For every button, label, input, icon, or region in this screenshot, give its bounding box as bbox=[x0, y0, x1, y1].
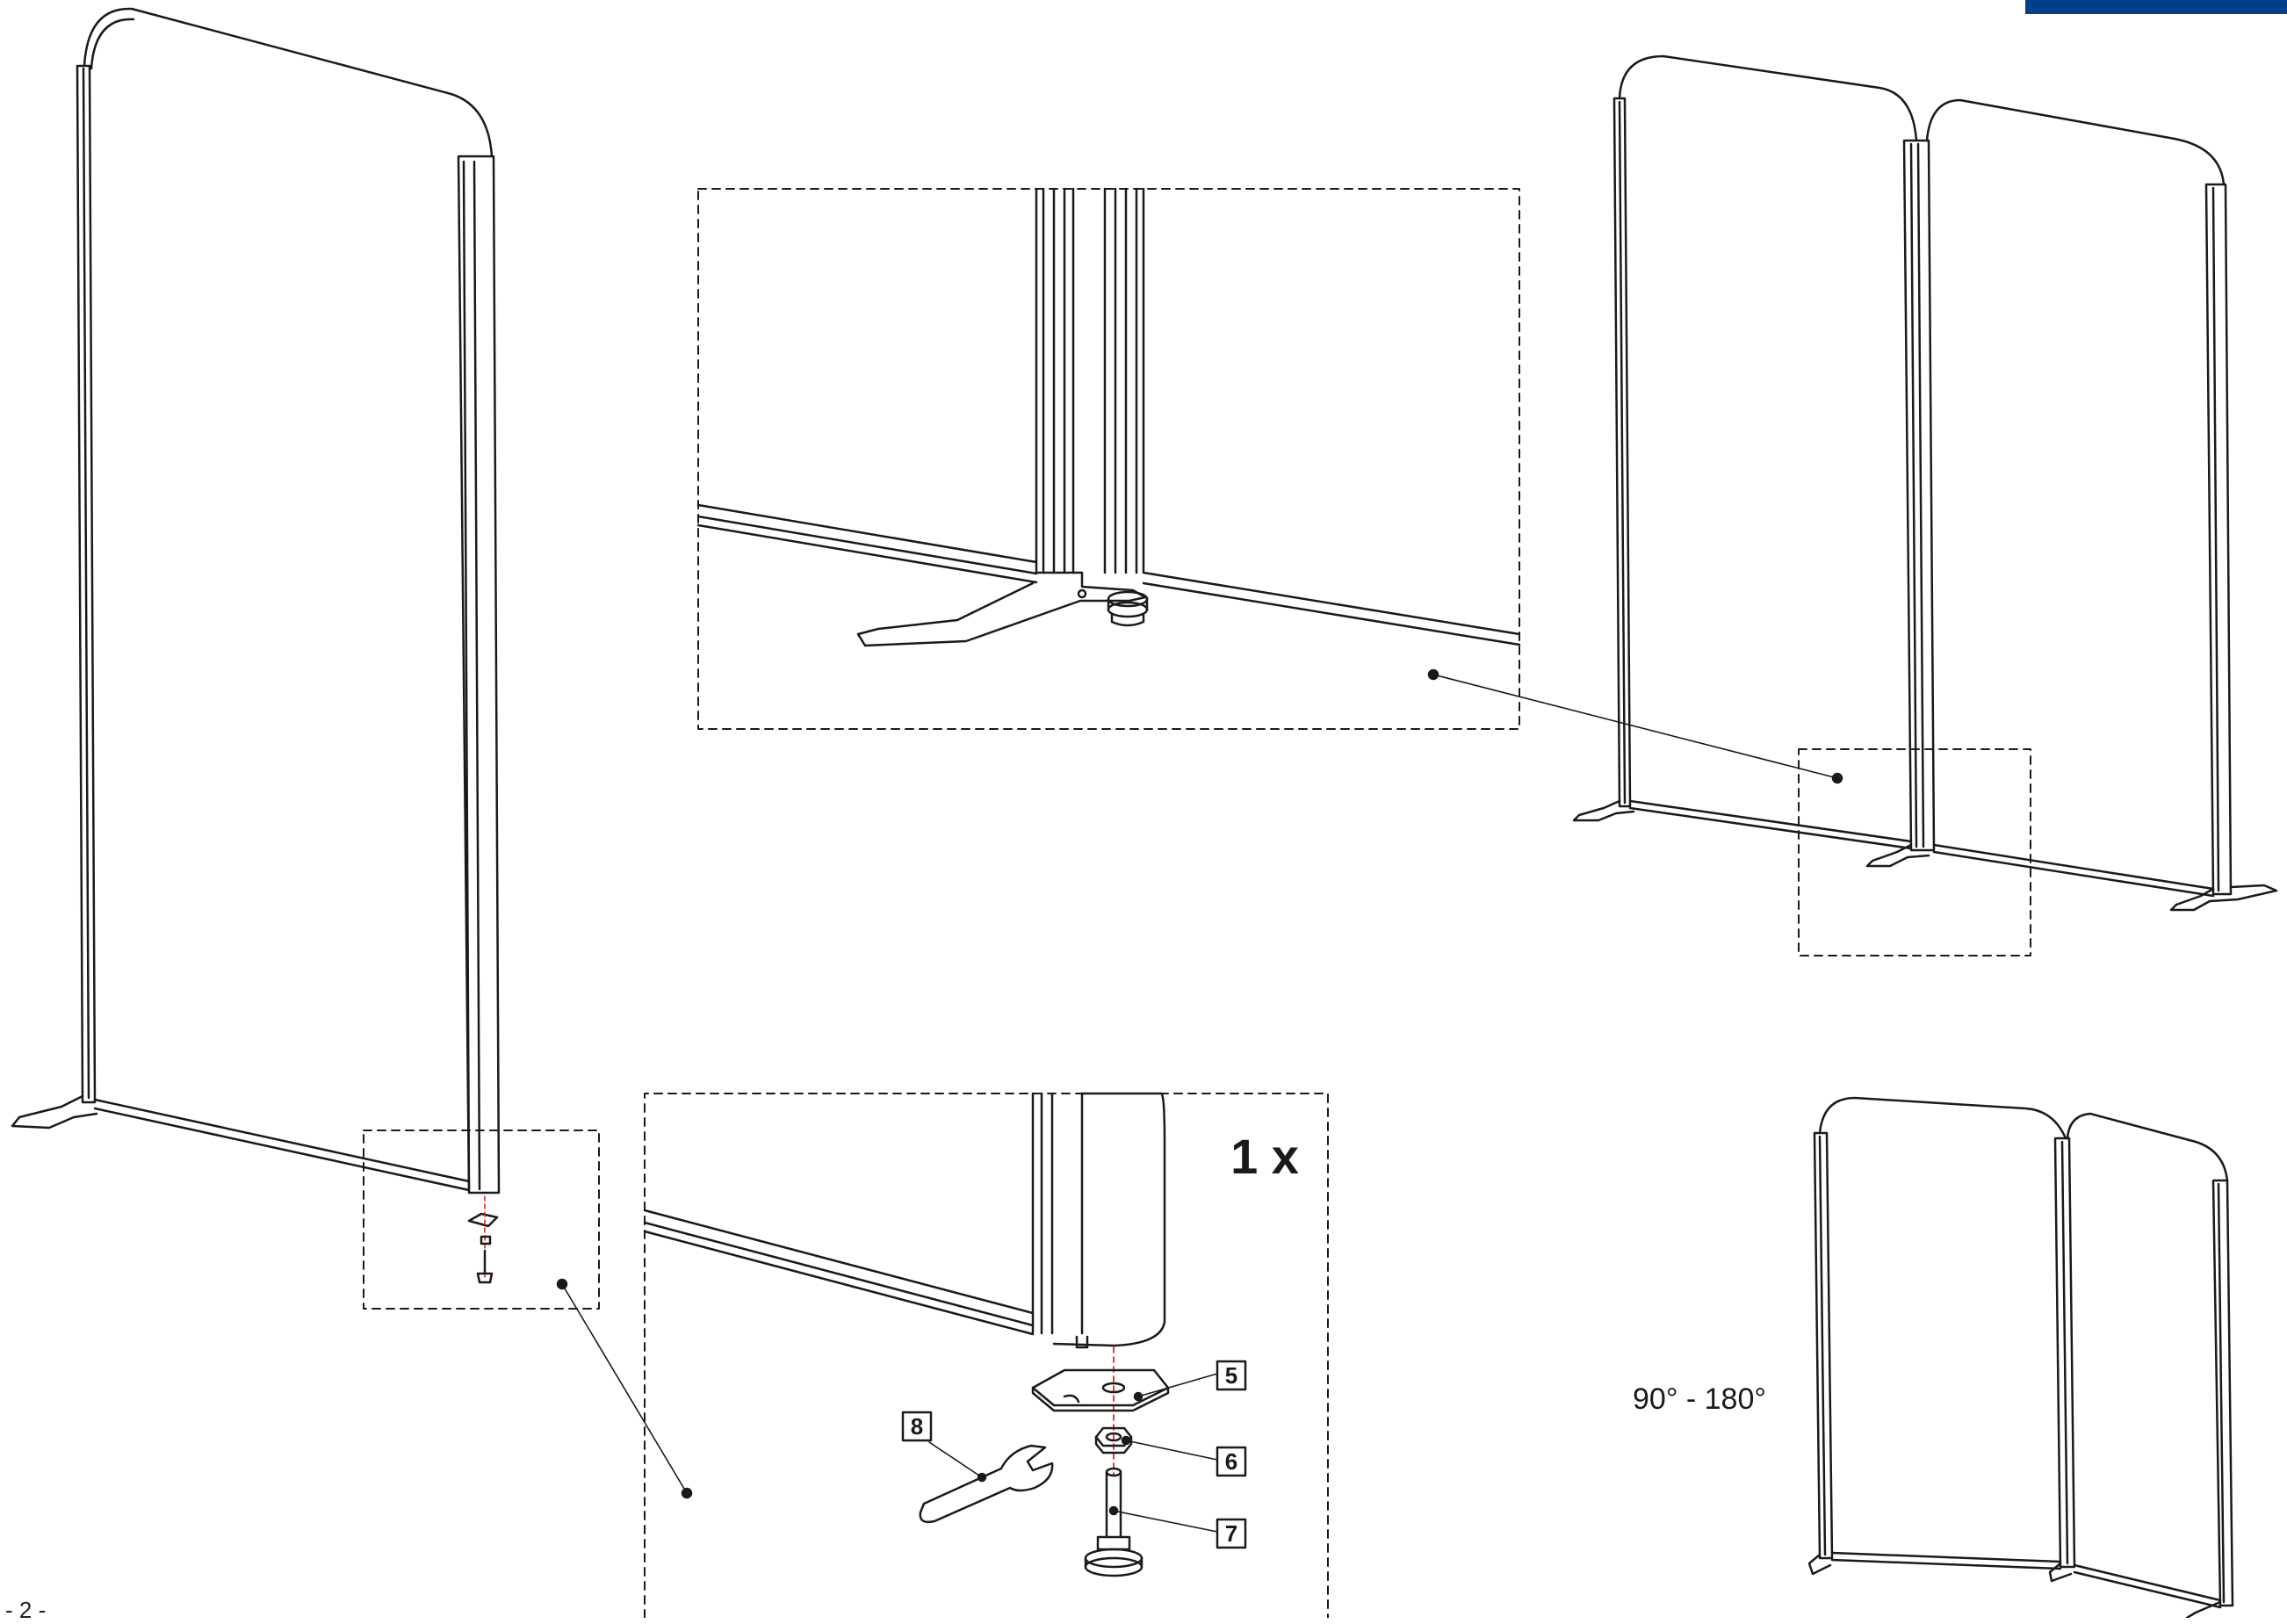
part-number-8: 8 bbox=[911, 1413, 923, 1440]
part-label-8: 8 bbox=[901, 1411, 933, 1442]
part-label-6: 6 bbox=[1216, 1446, 1247, 1477]
angle-range-label: 90° - 180° bbox=[1633, 1382, 1766, 1416]
part-number-7: 7 bbox=[1225, 1520, 1237, 1547]
exploded-assembly-view bbox=[643, 1092, 1329, 1618]
joint-detail-view bbox=[696, 187, 1843, 784]
angled-frame-wall bbox=[1807, 1096, 2234, 1618]
brand-color-bar bbox=[2025, 0, 2287, 14]
part-label-7: 7 bbox=[1216, 1518, 1247, 1549]
part-number-6: 6 bbox=[1225, 1448, 1237, 1475]
page-number: - 2 - bbox=[5, 1597, 47, 1623]
part-number-5: 5 bbox=[1225, 1362, 1237, 1389]
double-frame-wall bbox=[1572, 54, 2278, 956]
quantity-label: 1 x bbox=[1230, 1129, 1299, 1184]
single-frame-wall bbox=[11, 7, 693, 1499]
part-label-5: 5 bbox=[1216, 1360, 1247, 1391]
